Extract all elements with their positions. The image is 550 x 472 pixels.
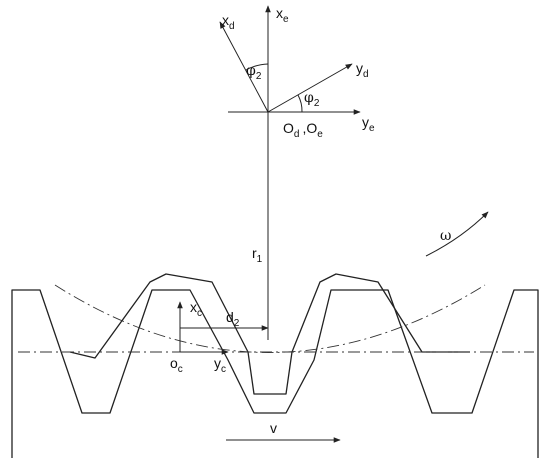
label-oc: oc — [170, 355, 183, 375]
label-d2: d2 — [226, 309, 240, 329]
label-ye: ye — [362, 114, 375, 134]
gear-tooth-outline — [69, 273, 470, 395]
label-xe: xe — [276, 5, 289, 25]
label-phi-right: φ2 — [304, 90, 320, 109]
label-xd: xd — [222, 12, 235, 32]
xd-axis — [219, 21, 269, 113]
omega-rotation-arrow — [425, 211, 489, 257]
label-yd: yd — [356, 60, 369, 80]
phi-arc-top — [245, 63, 269, 71]
label-v: v — [270, 420, 277, 436]
gear-pitch-circle — [54, 284, 486, 353]
label-phi-top: φ2 — [246, 63, 262, 82]
label-origin-od-oe: Od,Oe — [283, 120, 323, 140]
phi-arc-right — [297, 94, 303, 113]
label-xc: xc — [190, 299, 202, 319]
yd-axis — [267, 63, 353, 113]
label-omega: ω — [440, 228, 451, 244]
rack-outline — [11, 289, 539, 458]
label-r1: r1 — [252, 245, 263, 265]
label-yc: yc — [214, 355, 226, 375]
